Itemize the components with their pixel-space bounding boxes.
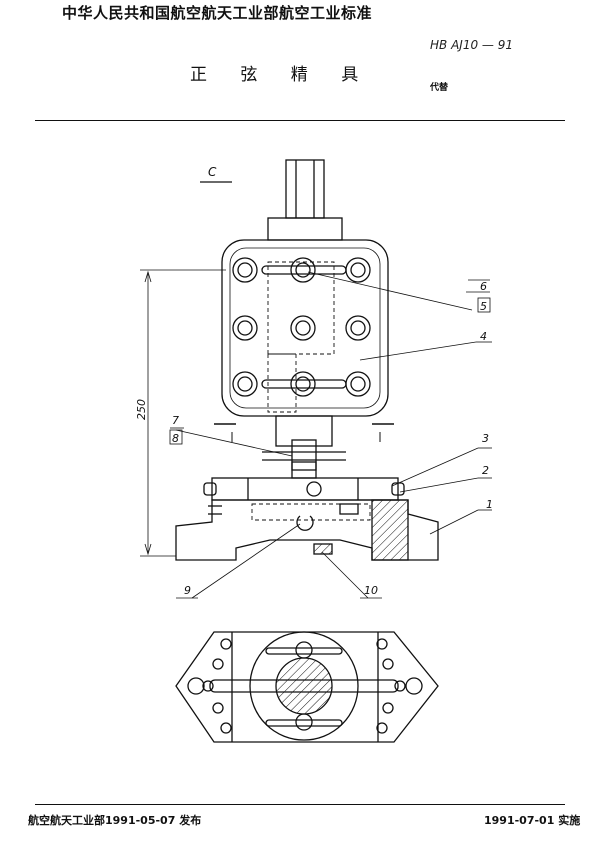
balloon-8: 8 — [172, 432, 179, 445]
footer-rule — [35, 804, 565, 805]
top-stem — [285, 159, 325, 219]
upper-slot-bar — [261, 265, 347, 275]
balloon-7: 7 — [172, 414, 179, 427]
crossbar — [211, 477, 399, 501]
balloon-9: 9 — [184, 584, 191, 597]
issuing-organization: 中华人民共和国航空航天工业部航空工业标准 — [62, 4, 373, 22]
stem-collar — [267, 217, 343, 241]
balloon-1: 1 — [486, 498, 493, 511]
neck — [275, 415, 333, 447]
effective-date: 1991-07-01 实施 — [484, 814, 581, 827]
plan-view — [175, 631, 439, 743]
balloon-4: 4 — [480, 330, 487, 343]
balloon-6: 6 — [480, 280, 487, 293]
dimension-value: 250 — [135, 399, 148, 420]
header-rule — [35, 120, 565, 121]
balloon-3: 3 — [482, 432, 489, 445]
base-hatch-right — [371, 499, 409, 561]
height-dimension — [140, 269, 226, 557]
balloon-2: 2 — [482, 464, 489, 477]
hole-grid — [232, 257, 371, 397]
lower-slot-bar — [261, 379, 347, 389]
standard-number: HB AJ10 — 91 — [430, 38, 513, 52]
replaces-label: 代替 — [430, 83, 449, 93]
publish-date: 航空航天工业部1991-05-07 发布 — [28, 814, 202, 827]
view-label: C — [208, 165, 217, 179]
balloon-5: 5 — [480, 300, 487, 313]
leader-lines — [170, 271, 492, 599]
balloon-10: 10 — [364, 584, 378, 597]
document-title: 正 弦 精 具 — [190, 65, 373, 85]
